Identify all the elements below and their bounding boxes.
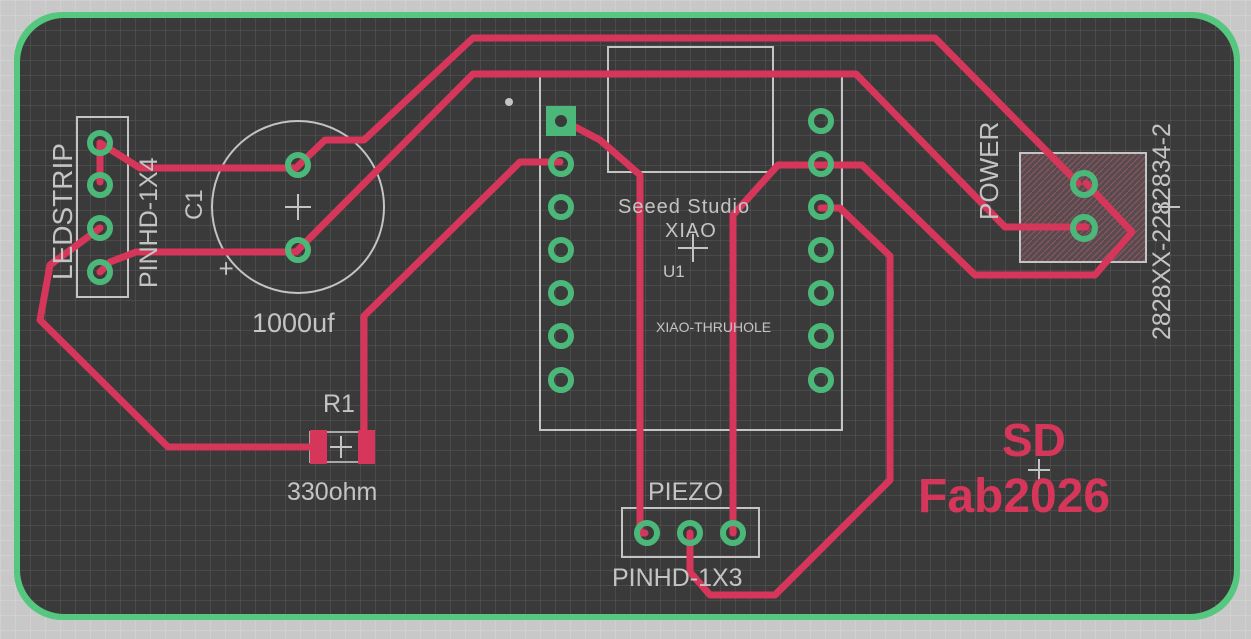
copper-traces — [36, 34, 1136, 599]
xiao-pad — [808, 108, 834, 134]
resistor-pad-1 — [310, 430, 327, 464]
xiao-usb-outline — [607, 46, 774, 173]
xiao-pad — [548, 280, 574, 306]
power-pad-2 — [1070, 214, 1098, 242]
ledstrip-pad-1 — [87, 130, 113, 156]
power-connector-body — [1019, 152, 1147, 263]
ledstrip-name-label: LEDSTRIP — [47, 143, 78, 280]
xiao-name-label: U1 — [663, 262, 685, 281]
piezo-pad-1 — [634, 520, 660, 546]
xiao-pad — [548, 194, 574, 220]
xiao-pad — [808, 280, 834, 306]
brand-line-1: SD — [1002, 414, 1066, 466]
ledstrip-package-label: PINHD-1X4 — [135, 157, 163, 288]
xiao-pad — [548, 237, 574, 263]
power-name-label: POWER — [974, 122, 1004, 220]
piezo-pad-2 — [677, 520, 703, 546]
xiao-model-label: XIAO — [665, 220, 717, 242]
resistor-pad-2 — [358, 430, 375, 464]
power-package-label: 2828XX-2282834-2 — [1148, 123, 1176, 340]
capacitor-pad-2 — [285, 237, 311, 263]
silkscreen-labels: LEDSTRIP PINHD-1X4 C1 + 1000uf R1 330ohm… — [47, 122, 1176, 592]
capacitor-pad-1 — [285, 152, 311, 178]
xiao-pad — [808, 151, 834, 177]
capacitor-polarity-label: + — [211, 261, 241, 276]
capacitor-name-label: C1 — [181, 189, 208, 220]
xiao-package-label: XIAO-THRUHOLE — [656, 319, 771, 335]
xiao-pad — [548, 367, 574, 393]
xiao-pad — [548, 323, 574, 349]
pads-layer — [87, 106, 1098, 546]
xiao-pad — [808, 194, 834, 220]
ledstrip-pad-4 — [87, 259, 113, 285]
piezo-package-label: PINHD-1X3 — [612, 564, 743, 592]
xiao-pad — [808, 367, 834, 393]
xiao-pad — [808, 237, 834, 263]
resistor-value-label: 330ohm — [287, 478, 377, 506]
xiao-pad — [808, 323, 834, 349]
capacitor-outline — [211, 120, 385, 294]
xiao-brand-label: Seeed Studio — [618, 196, 750, 218]
ledstrip-pad-3 — [87, 215, 113, 241]
capacitor-value-label: 1000uf — [252, 308, 335, 338]
piezo-pad-3 — [720, 520, 746, 546]
ledstrip-pad-2 — [87, 172, 113, 198]
piezo-name-label: PIEZO — [648, 478, 723, 506]
xiao-pin1-dot — [505, 98, 513, 106]
xiao-pad — [548, 151, 574, 177]
resistor-name-label: R1 — [323, 390, 355, 418]
power-pad-1 — [1070, 170, 1098, 198]
ledstrip-outline — [76, 116, 129, 298]
brand-line-2: Fab2026 — [918, 470, 1110, 523]
